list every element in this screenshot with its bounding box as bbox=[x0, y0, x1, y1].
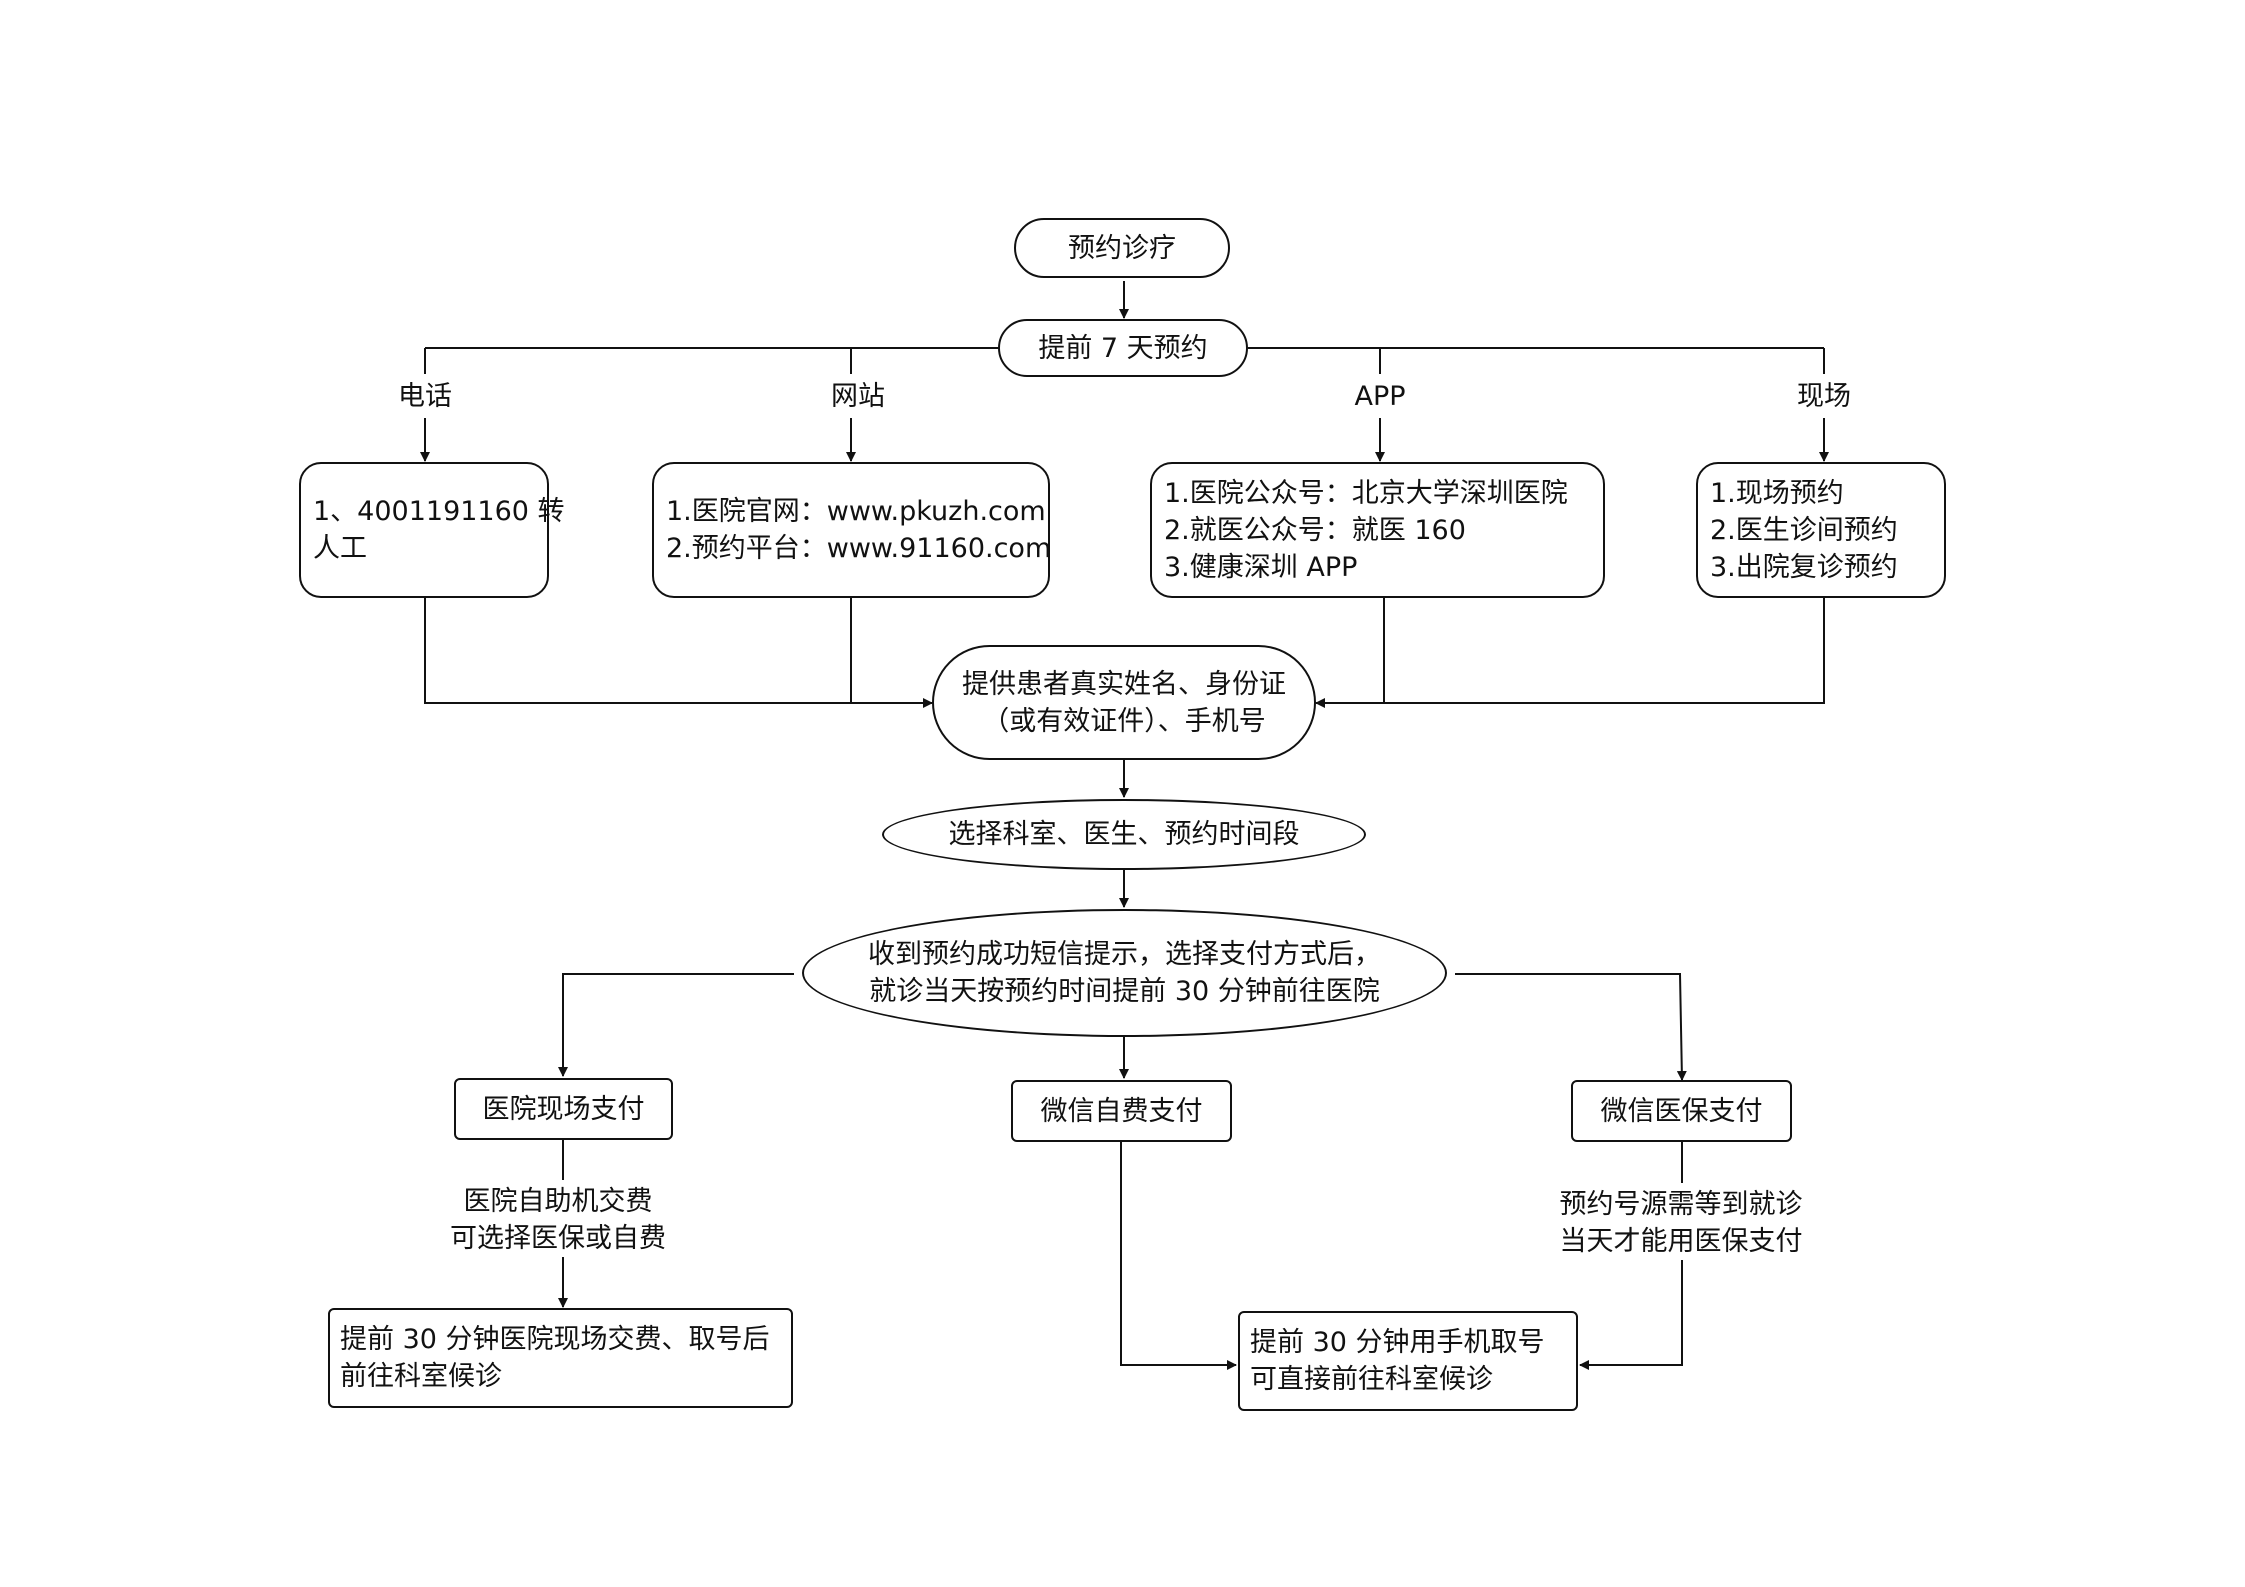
provide-info-line-1: 提供患者真实姓名、身份证 bbox=[962, 668, 1286, 700]
app-line-3: 3.健康深圳 APP bbox=[1164, 551, 1358, 583]
result-onsite-line-2: 前往科室候诊 bbox=[340, 1361, 502, 1392]
payment-wechat-self-label: 微信自费支付 bbox=[1040, 1095, 1203, 1127]
channel-box-app: 1.医院公众号：北京大学深圳医院 2.就医公众号：就医 160 3.健康深圳 A… bbox=[1150, 462, 1605, 598]
website-line-2: 2.预约平台：www.91160.com bbox=[666, 533, 1052, 564]
select-node: 选择科室、医生、预约时间段 bbox=[882, 799, 1366, 870]
arrow-phone-to-info bbox=[424, 598, 933, 708]
channel-label-onsite: 现场 bbox=[1797, 378, 1851, 415]
result-wechat-line-1: 提前 30 分钟用手机取号 bbox=[1250, 1327, 1545, 1358]
result-onsite-box: 提前 30 分钟医院现场交费、取号后 前往科室候诊 bbox=[328, 1308, 793, 1408]
advance-booking-label: 提前 7 天预约 bbox=[1038, 332, 1208, 364]
arrow-wechat-self-to-result bbox=[1120, 1142, 1237, 1370]
payment-onsite-box: 医院现场支付 bbox=[454, 1078, 673, 1140]
channel-box-website: 1.医院官网：www.pkuzh.com 2.预约平台：www.91160.co… bbox=[652, 462, 1052, 598]
arrow-insurance-to-result bbox=[1579, 1258, 1683, 1370]
sms-line-1: 收到预约成功短信提示，选择支付方式后， bbox=[868, 939, 1381, 970]
arrow-sms-to-wechat-insurance bbox=[1455, 973, 1687, 1081]
sms-confirmation-node: 收到预约成功短信提示，选择支付方式后， 就诊当天按预约时间提前 30 分钟前往医… bbox=[802, 909, 1447, 1037]
app-line-1: 1.医院公众号：北京大学深圳医院 bbox=[1164, 477, 1568, 509]
payment-wechat-insurance-label: 微信医保支付 bbox=[1600, 1095, 1763, 1127]
channel-label-phone: 电话 bbox=[398, 378, 452, 415]
note-insurance-line-1: 预约号源需等到就诊 bbox=[1559, 1189, 1803, 1220]
phone-line-2: 人工 bbox=[313, 533, 367, 564]
app-line-2: 2.就医公众号：就医 160 bbox=[1164, 514, 1466, 546]
result-wechat-line-2: 可直接前往科室候诊 bbox=[1250, 1364, 1493, 1395]
advance-booking-node: 提前 7 天预约 bbox=[998, 319, 1248, 377]
arrow-onsite-to-info bbox=[1315, 598, 1825, 708]
start-node-label: 预约诊疗 bbox=[1068, 232, 1176, 264]
note-onsite-line-2: 可选择医保或自费 bbox=[450, 1223, 666, 1254]
phone-line-1: 1、4001191160 转 bbox=[313, 496, 565, 527]
note-insurance-line-2: 当天才能用医保支付 bbox=[1559, 1226, 1803, 1257]
onsite-line-1: 1.现场预约 bbox=[1710, 477, 1844, 509]
result-wechat-box: 提前 30 分钟用手机取号 可直接前往科室候诊 bbox=[1238, 1311, 1578, 1411]
onsite-line-3: 3.出院复诊预约 bbox=[1710, 551, 1898, 583]
channel-label-app: APP bbox=[1354, 378, 1406, 415]
sms-line-2: 就诊当天按预约时间提前 30 分钟前往医院 bbox=[869, 976, 1380, 1007]
result-onsite-line-1: 提前 30 分钟医院现场交费、取号后 bbox=[340, 1324, 770, 1355]
start-node: 预约诊疗 bbox=[1014, 218, 1230, 278]
onsite-line-2: 2.医生诊间预约 bbox=[1710, 514, 1898, 546]
provide-info-node: 提供患者真实姓名、身份证 （或有效证件）、手机号 bbox=[932, 645, 1316, 760]
select-label: 选择科室、医生、预约时间段 bbox=[948, 819, 1300, 850]
channel-label-website: 网站 bbox=[831, 378, 885, 415]
arrow-sms-to-onsite-pay bbox=[558, 973, 794, 1077]
note-onsite: 医院自助机交费 可选择医保或自费 bbox=[450, 1183, 666, 1257]
channel-box-phone: 1、4001191160 转 人工 bbox=[299, 462, 565, 598]
note-insurance: 预约号源需等到就诊 当天才能用医保支付 bbox=[1559, 1186, 1803, 1260]
payment-wechat-insurance-box: 微信医保支付 bbox=[1571, 1080, 1792, 1142]
channel-box-onsite: 1.现场预约 2.医生诊间预约 3.出院复诊预约 bbox=[1696, 462, 1946, 598]
payment-onsite-label: 医院现场支付 bbox=[482, 1093, 645, 1125]
provide-info-line-2: （或有效证件）、手机号 bbox=[982, 705, 1266, 737]
note-onsite-line-1: 医院自助机交费 bbox=[463, 1186, 653, 1217]
website-line-1: 1.医院官网：www.pkuzh.com bbox=[666, 496, 1046, 527]
payment-wechat-self-box: 微信自费支付 bbox=[1011, 1080, 1232, 1142]
